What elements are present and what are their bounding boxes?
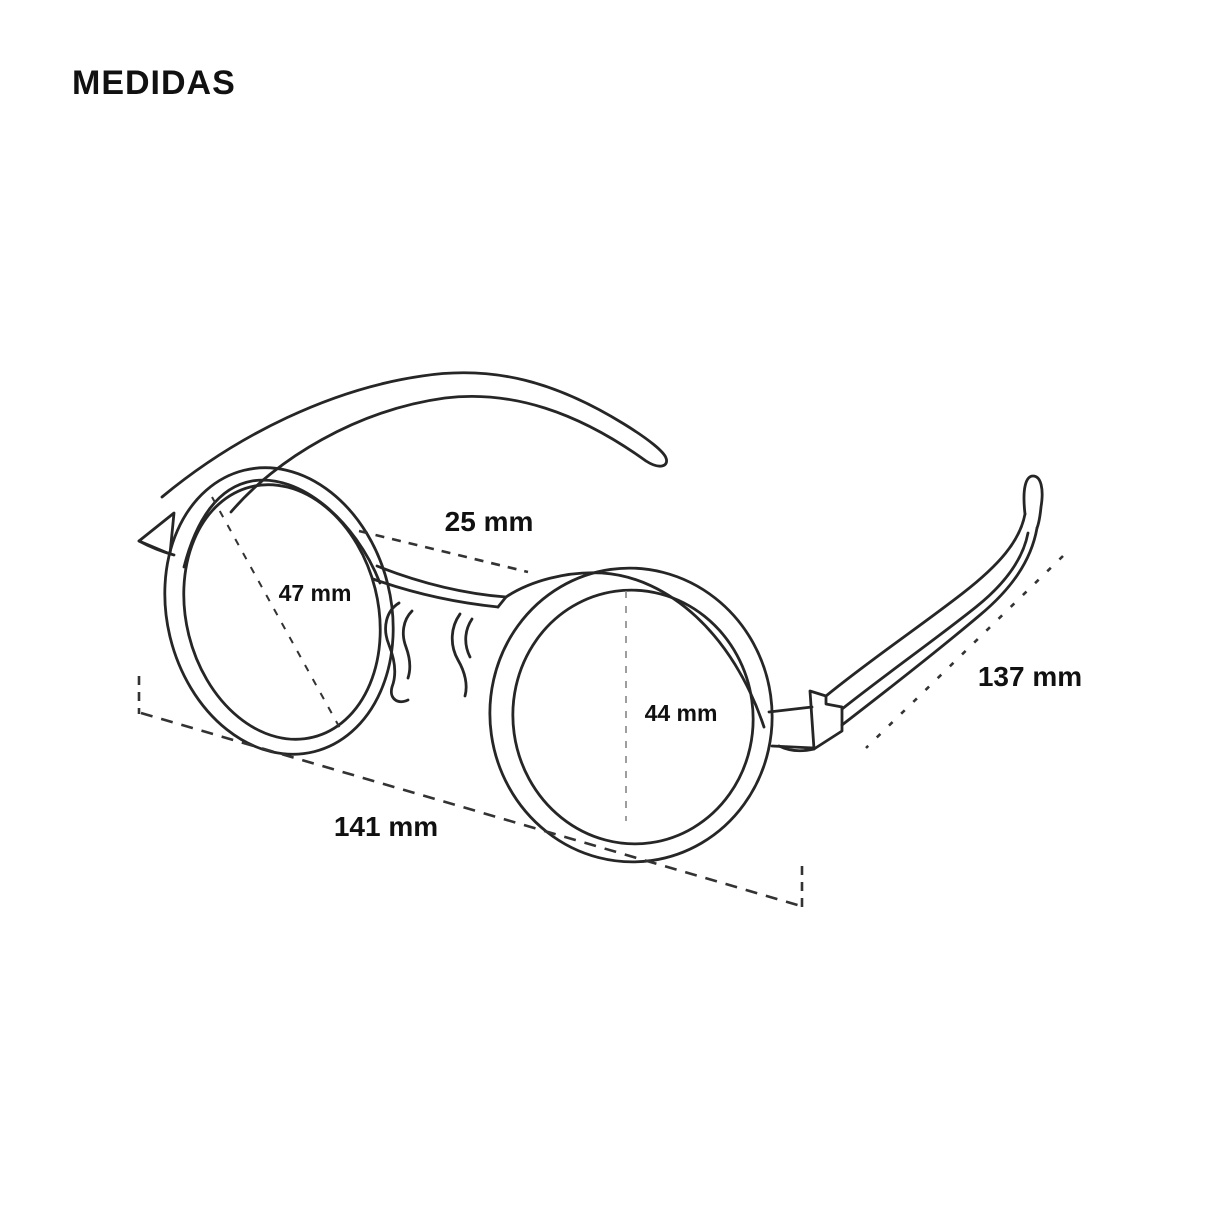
temple-length-label: 137 mm (978, 661, 1082, 692)
right-endpiece-arm-top (767, 705, 814, 714)
right-lens-outer-rim (488, 566, 774, 864)
left-lens-inner-rim (182, 483, 382, 741)
bridge-width-dimension-line (358, 529, 529, 574)
bridge-bottom-edge (371, 577, 500, 609)
left-nose-pad (384, 601, 410, 704)
bridge-step (496, 595, 508, 609)
left-lens-rim-edge (182, 478, 382, 585)
lens-diameter-dimension-line (211, 496, 342, 731)
hinge-block (808, 689, 844, 751)
dimension-lines (137, 496, 1064, 908)
right-lens-rim-edge (504, 571, 766, 729)
temple-length-dimension-line (865, 555, 1064, 749)
right-lens-inner-rim (511, 588, 755, 846)
frame-width-label: 141 mm (334, 811, 438, 842)
right-nose-pad-inner (464, 617, 474, 659)
bridge-width-label: 25 mm (445, 506, 534, 537)
right-temple-tip-loop (1022, 474, 1044, 530)
right-temple-bottom-edge (840, 526, 1039, 727)
right-temple-ridge (840, 531, 1030, 711)
glasses-frame (137, 371, 1044, 864)
right-temple-top-edge (824, 512, 1027, 698)
left-nose-pad-inner (401, 609, 414, 680)
page-title: MEDIDAS (72, 64, 236, 102)
frame-width-dimension-line (140, 711, 802, 908)
left-temple-arm (160, 371, 668, 514)
lens-diameter-label: 47 mm (279, 580, 352, 606)
dimension-labels: 25 mm 47 mm 44 mm 141 mm 137 mm (279, 506, 1083, 842)
left-endpiece-fold (137, 539, 176, 557)
bridge-top-edge (375, 564, 508, 599)
lens-height-label: 44 mm (645, 700, 718, 726)
right-nose-pad (450, 612, 468, 698)
hinge-block-lower-join (777, 744, 816, 753)
